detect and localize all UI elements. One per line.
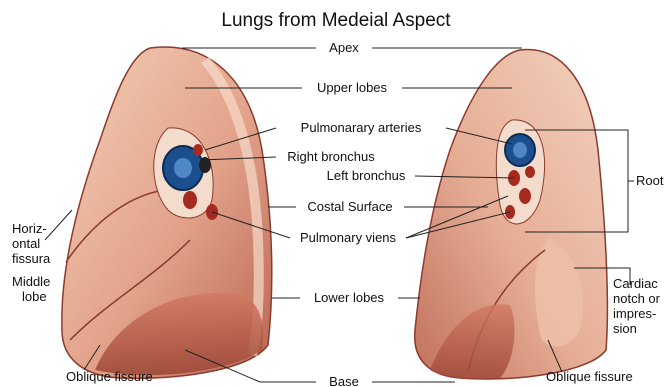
label-pulmonary-veins: Pulmonary viens [300, 230, 397, 245]
label-oblique-fissure-right: Oblique fissure [546, 369, 633, 384]
label-middle-lobe-line2: lobe [22, 289, 47, 304]
label-horizontal-fissura-line3: fissura [12, 251, 51, 266]
label-horizontal-fissura-line1: Horiz- [12, 221, 47, 236]
label-apex: Apex [329, 40, 359, 55]
label-middle-lobe-line1: Middle [12, 274, 50, 289]
right-lung-illustration [62, 47, 272, 378]
label-oblique-fissure-left: Oblique fissure [66, 369, 153, 384]
label-pulmonary-arteries: Pulmonarary arteries [301, 120, 422, 135]
label-costal-surface: Costal Surface [307, 199, 392, 214]
label-base: Base [329, 374, 359, 387]
label-cardiac-notch-line2: notch or [613, 291, 661, 306]
label-lower-lobes: Lower lobes [314, 290, 385, 305]
label-left-bronchus: Left bronchus [327, 168, 406, 183]
label-cardiac-notch-line3: impres- [613, 306, 656, 321]
label-cardiac-notch-line4: sion [613, 321, 637, 336]
label-root: Root [636, 173, 664, 188]
label-horizontal-fissura-line2: ontal [12, 236, 40, 251]
left-lung-illustration [415, 50, 608, 380]
label-upper-lobes: Upper lobes [317, 80, 388, 95]
diagram-title: Lungs from Medeial Aspect [221, 10, 451, 31]
label-cardiac-notch-line1: Cardiac [613, 276, 658, 291]
label-right-bronchus: Right bronchus [287, 149, 375, 164]
